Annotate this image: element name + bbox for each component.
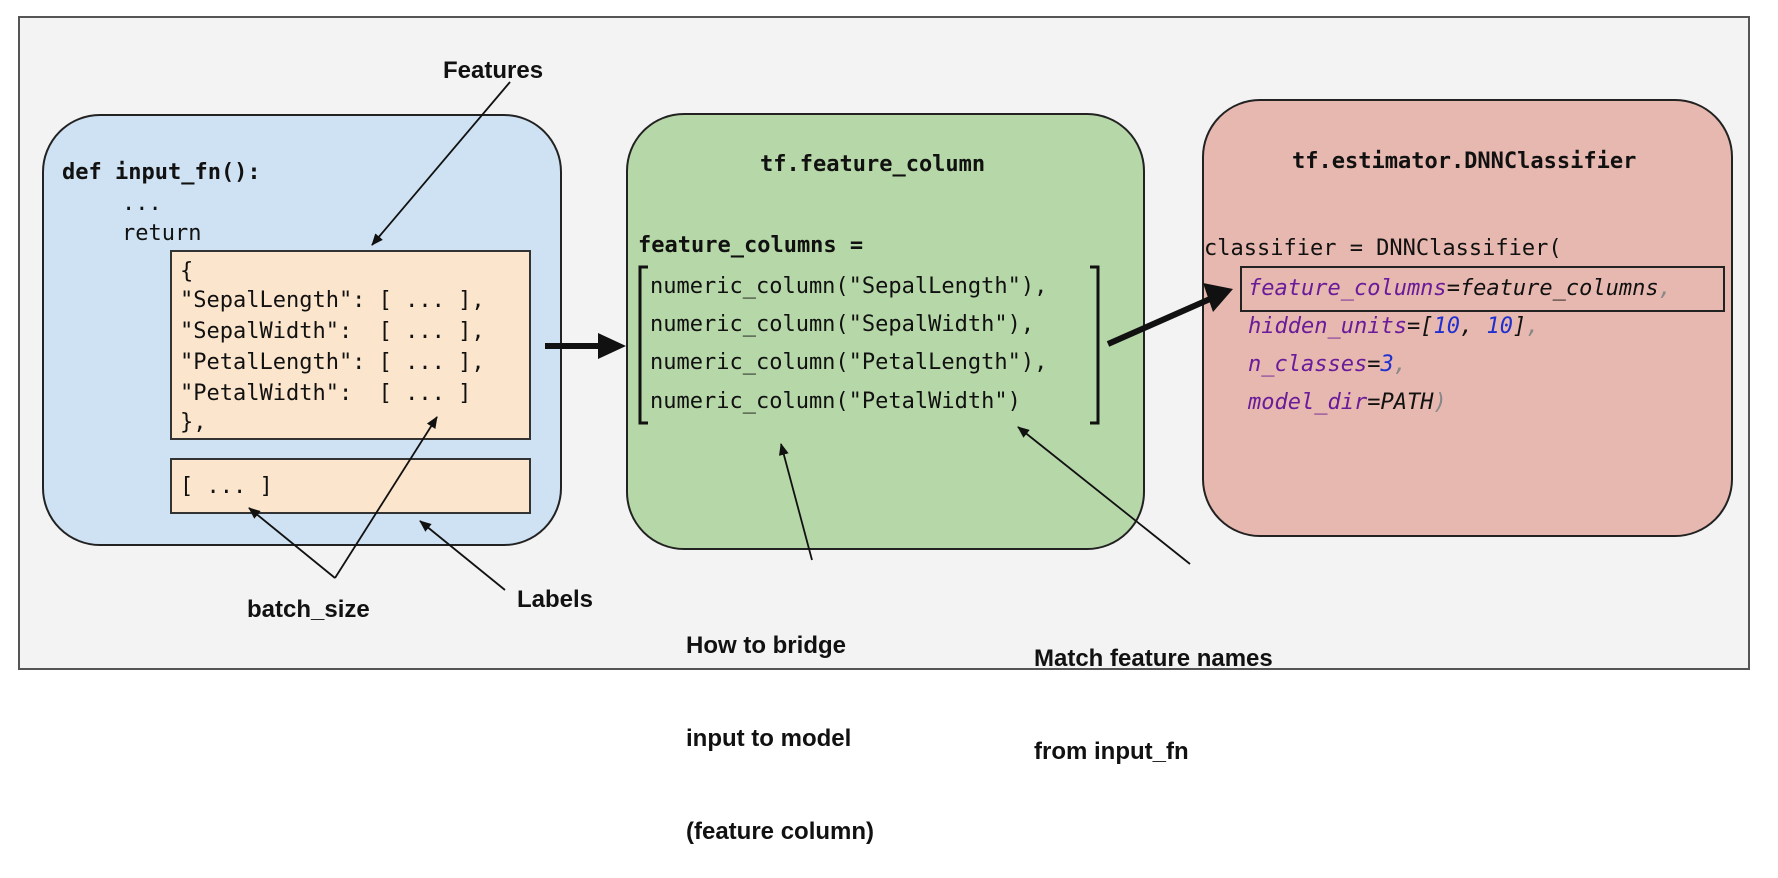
- right-bracket: [1090, 265, 1100, 425]
- bridge-pointer: [779, 443, 813, 561]
- input-fn-ellipsis: ...: [122, 191, 162, 216]
- labels-annotation: Labels: [517, 586, 594, 613]
- classifier-arg-hidden-units: hidden_units=[10, 10],: [1248, 314, 1540, 339]
- flow-arrow-head: [598, 333, 626, 359]
- feature-column-item: numeric_column("SepalLength"),: [650, 274, 1048, 299]
- input-fn-return: return: [122, 221, 202, 246]
- batch-size-annotation: batch_size: [247, 596, 370, 623]
- match-annotation-line: Match feature names: [1034, 645, 1273, 672]
- bridge-annotation-line: input to model: [686, 725, 852, 752]
- features-pointer: [371, 81, 511, 246]
- match-annotation-line: from input_fn: [1034, 738, 1189, 765]
- flow-arrow-features-to-classifier: [1106, 296, 1212, 347]
- batch-size-pointer-left: [248, 507, 336, 579]
- features-line-2: "SepalWidth": [ ... ],: [180, 319, 485, 344]
- labels-box: [170, 458, 531, 514]
- feature-columns-assign: feature_columns =: [638, 233, 864, 258]
- labels-pointer: [419, 520, 506, 591]
- feature-columns-arg-highlight: [1240, 266, 1725, 312]
- feature-column-panel: [626, 113, 1145, 550]
- bridge-annotation: How to bridge input to model (feature co…: [686, 568, 874, 878]
- batch-size-pointer-right: [334, 416, 438, 579]
- match-pointer: [1017, 426, 1191, 565]
- match-annotation: Match feature names from input_fn: [1034, 581, 1273, 798]
- classifier-arg-feature-columns: feature_columns=feature_columns,: [1248, 276, 1672, 301]
- bridge-annotation-line: How to bridge: [686, 632, 846, 659]
- feature-column-title: tf.feature_column: [760, 152, 986, 177]
- features-line-0: {: [180, 259, 194, 284]
- input-fn-def: def input_fn():: [62, 160, 261, 185]
- classifier-arg-model-dir: model_dir=PATH): [1248, 390, 1447, 415]
- labels-value: [ ... ]: [180, 474, 273, 499]
- left-bracket: [638, 265, 648, 425]
- classifier-arg-n-classes: n_classes=3,: [1248, 352, 1407, 377]
- features-line-4: "PetalWidth": [ ... ]: [180, 381, 472, 406]
- flow-arrow-head: [1203, 283, 1233, 312]
- features-line-3: "PetalLength": [ ... ],: [180, 350, 485, 375]
- features-annotation: Features: [443, 57, 544, 84]
- classifier-call: classifier = DNNClassifier(: [1204, 236, 1562, 261]
- feature-column-item: numeric_column("PetalLength"),: [650, 350, 1048, 375]
- bridge-annotation-line: (feature column): [686, 818, 875, 845]
- classifier-panel: [1202, 99, 1733, 537]
- diagram-connectors: [248, 81, 1233, 591]
- features-dict-box: [170, 250, 531, 440]
- classifier-title: tf.estimator.DNNClassifier: [1292, 149, 1637, 174]
- feature-column-item: numeric_column("SepalWidth"),: [650, 312, 1035, 337]
- feature-column-item: numeric_column("PetalWidth"): [650, 389, 1021, 414]
- features-line-1: "SepalLength": [ ... ],: [180, 288, 485, 313]
- features-line-5: },: [180, 410, 207, 435]
